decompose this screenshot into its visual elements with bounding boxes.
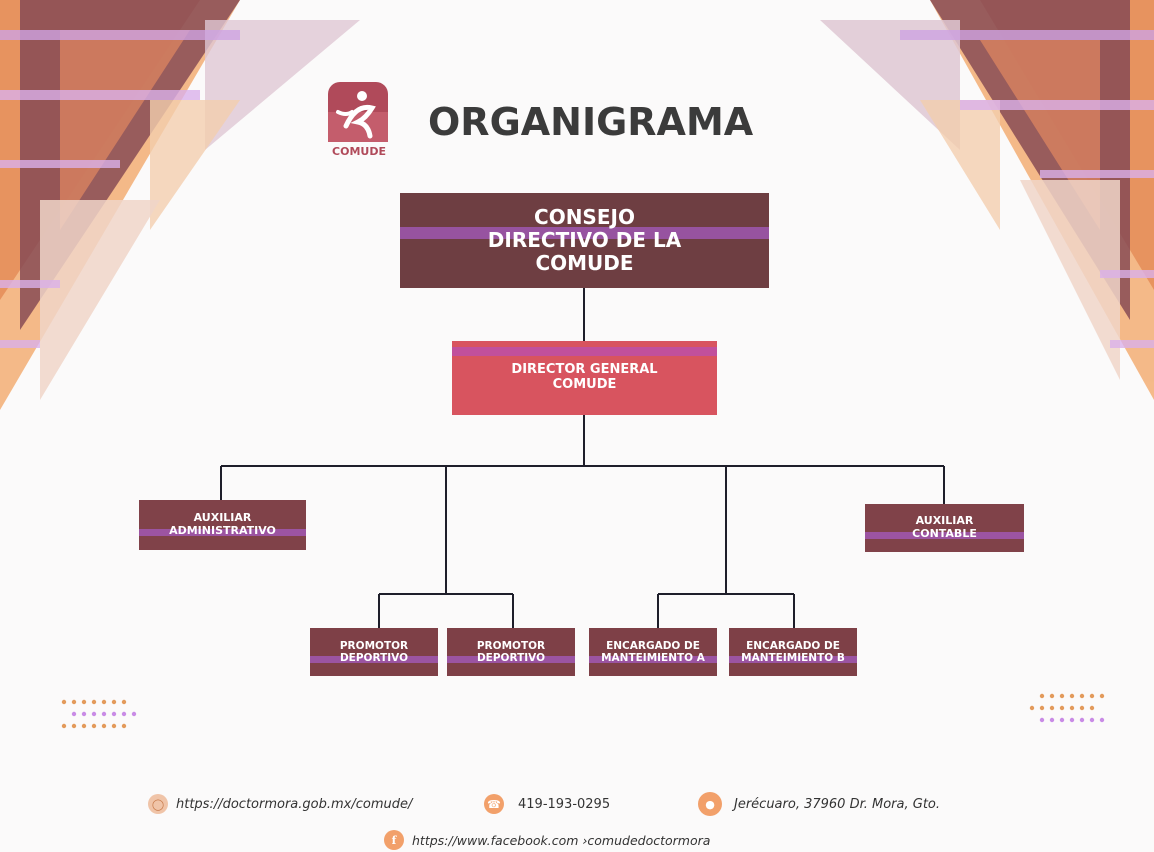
node-label: CONSEJO DIRECTIVO DE LA COMUDE (487, 205, 682, 275)
globe-icon: ◯ (148, 794, 168, 814)
node-label: AUXILIAR CONTABLE (912, 514, 977, 540)
phone-icon: ☎ (484, 794, 504, 814)
node-consejo-directivo: CONSEJO DIRECTIVO DE LA COMUDE (400, 193, 769, 288)
node-encargado-mantenimiento-a: ENCARGADO DE MANTEIMIENTO A (589, 628, 717, 676)
phone-number: 419-193-0295 (518, 796, 611, 812)
footer-phone[interactable]: ☎ 419-193-0295 (484, 794, 610, 814)
location-pin-icon: ● (698, 792, 722, 816)
node-label: ENCARGADO DE MANTEIMIENTO B (741, 639, 845, 664)
dots-left-decoration (61, 699, 137, 729)
website-link[interactable]: https://doctormora.gob.mx/comude/ (176, 796, 413, 812)
node-promotor-deportivo-1: PROMOTOR DEPORTIVO (310, 628, 438, 676)
node-label: ENCARGADO DE MANTEIMIENTO A (601, 639, 705, 664)
node-label: PROMOTOR DEPORTIVO (476, 639, 546, 664)
page-title: ORGANIGRAMA (428, 100, 754, 144)
facebook-icon: f (384, 830, 404, 850)
right-corner-decoration (820, 0, 1154, 400)
footer-website[interactable]: ◯ https://doctormora.gob.mx/comude/ (148, 794, 412, 814)
node-label: AUXILIAR ADMINISTRATIVO (169, 511, 276, 537)
comude-logo (328, 82, 388, 142)
footer-address: ● Jerécuaro, 37960 Dr. Mora, Gto. (698, 792, 940, 816)
node-auxiliar-administrativo: AUXILIAR ADMINISTRATIVO (139, 500, 306, 550)
dots-right-decoration (1029, 693, 1105, 723)
address-text: Jerécuaro, 37960 Dr. Mora, Gto. (734, 796, 941, 812)
node-encargado-mantenimiento-b: ENCARGADO DE MANTEIMIENTO B (729, 628, 857, 676)
node-promotor-deportivo-2: PROMOTOR DEPORTIVO (447, 628, 575, 676)
logo-wordmark: COMUDE (332, 145, 386, 158)
node-auxiliar-contable: AUXILIAR CONTABLE (865, 504, 1024, 552)
node-label: DIRECTOR GENERAL COMUDE (511, 362, 658, 392)
facebook-link[interactable]: https://www.facebook.com ›comudedoctormo… (412, 832, 711, 848)
node-label: PROMOTOR DEPORTIVO (339, 639, 409, 664)
footer-facebook[interactable]: f https://www.facebook.com ›comudedoctor… (384, 830, 710, 850)
node-director-general: DIRECTOR GENERAL COMUDE (452, 341, 717, 415)
left-corner-decoration (0, 0, 360, 410)
